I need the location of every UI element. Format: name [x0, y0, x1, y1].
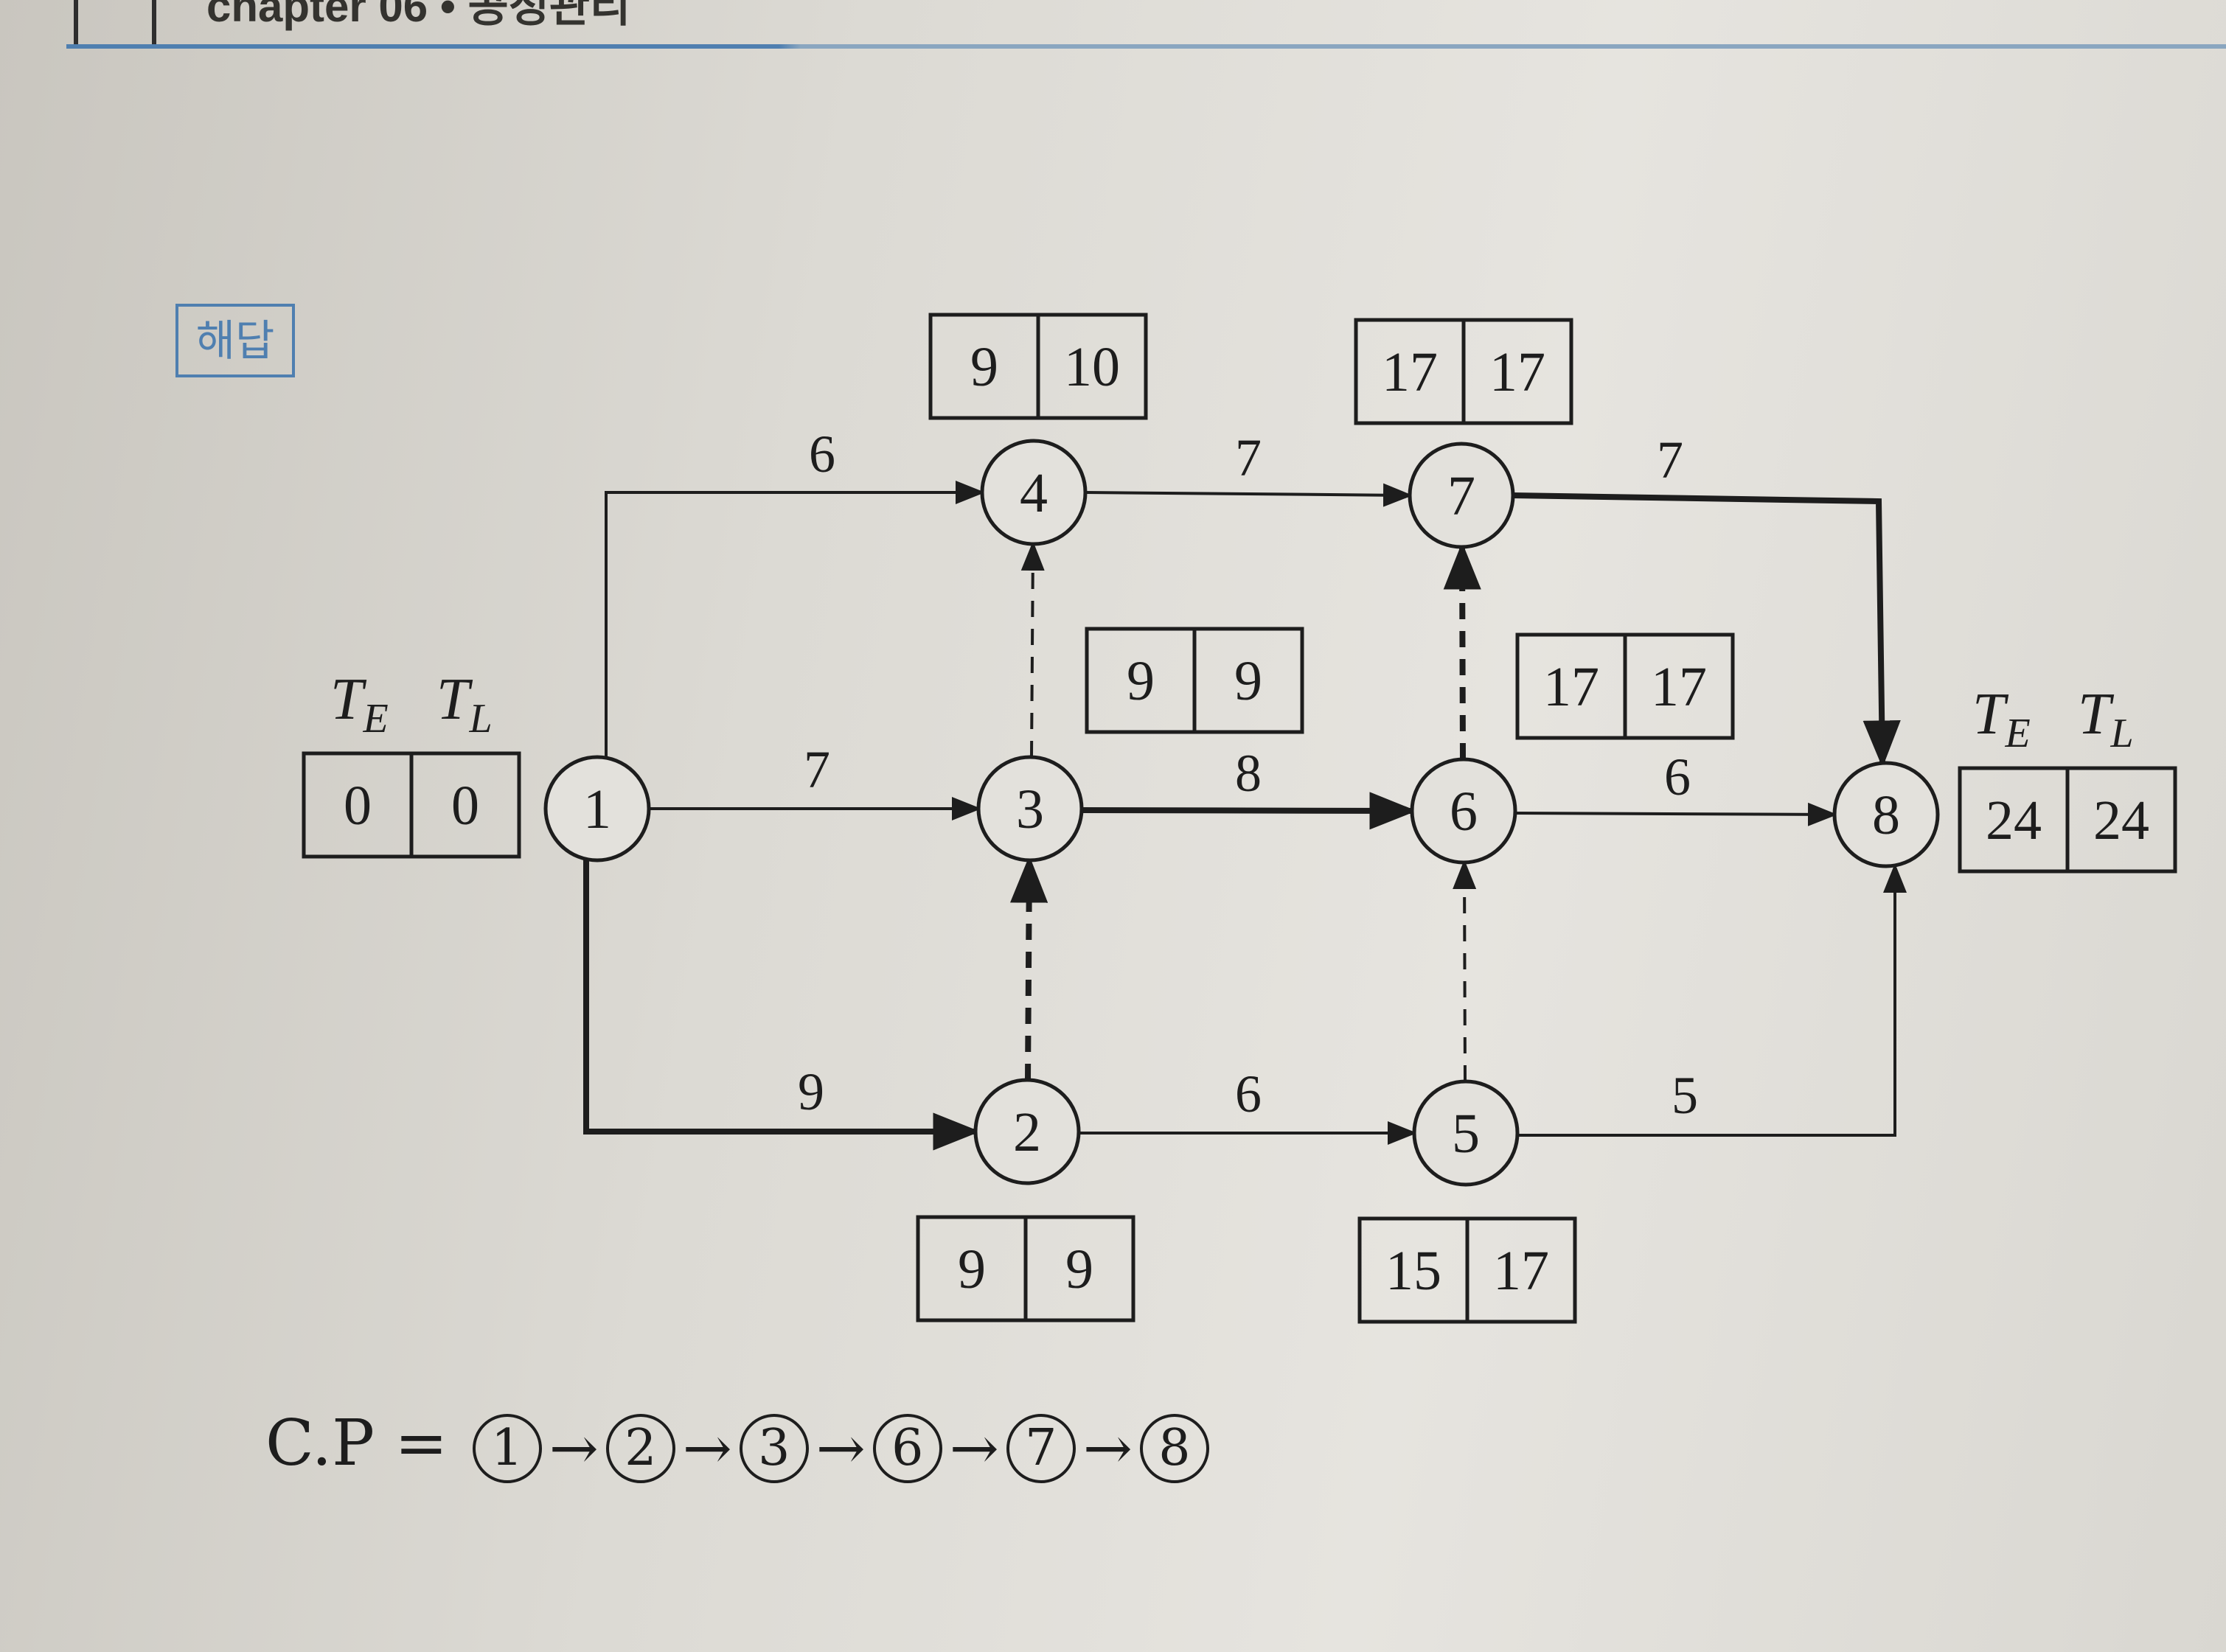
- activity-duration-5-8: 5: [1672, 1066, 1698, 1125]
- activity-arrow-1-4: [605, 481, 985, 757]
- time-box-8: 24 24: [1958, 766, 2177, 874]
- time-value-te-7: 17: [1382, 341, 1438, 403]
- activity-duration-1-2: 9: [798, 1062, 824, 1121]
- chapter-header: chapter 06 • 공정관리: [206, 0, 631, 31]
- event-node-label-2: 2: [1013, 1101, 1041, 1163]
- event-node-label-3: 3: [1016, 778, 1044, 840]
- event-node-1: [543, 755, 651, 862]
- critical-path-node-2: 2: [605, 1413, 675, 1483]
- activity-duration-4-7: 7: [1235, 428, 1262, 487]
- critical-path-arrow: →: [682, 1413, 732, 1482]
- activity-duration-3-6: 8: [1235, 744, 1262, 803]
- dummy-activity-2-3: [1010, 855, 1048, 1081]
- event-node-label-8: 8: [1872, 784, 1900, 846]
- answer-label: 해답: [175, 304, 295, 377]
- critical-path-node-7: 7: [1006, 1413, 1076, 1483]
- activity-duration-1-3: 7: [804, 740, 830, 799]
- critical-path-node-8: 8: [1139, 1413, 1209, 1483]
- time-value-tl-8: 24: [2093, 790, 2149, 851]
- event-node-label-4: 4: [1020, 462, 1048, 524]
- critical-path-arrow: →: [549, 1413, 599, 1482]
- critical-path-prefix: C.P =: [265, 1407, 448, 1480]
- time-value-te-6: 17: [1543, 656, 1599, 718]
- event-node-6: [1410, 757, 1517, 865]
- header-rule: [66, 44, 2226, 49]
- critical-path-node-6: 6: [872, 1413, 942, 1483]
- event-node-label-7: 7: [1447, 465, 1475, 527]
- dummy-activity-5-6: [1453, 860, 1477, 1082]
- dummy-activity-3-4: [1020, 541, 1045, 758]
- activity-duration-1-4: 6: [809, 425, 835, 484]
- activity-duration-6-8: 6: [1664, 747, 1691, 806]
- legend-tl-label-end: TL: [2078, 682, 2134, 756]
- critical-path-node-3: 3: [739, 1413, 809, 1483]
- event-node-8: [1832, 761, 1940, 868]
- critical-path-line: C.P = 1→2→3→6→7→8: [265, 1399, 1214, 1488]
- time-value-te-2: 9: [958, 1238, 986, 1300]
- activity-duration-2-5: 6: [1235, 1064, 1262, 1123]
- time-value-tl-2: 9: [1065, 1238, 1093, 1300]
- event-node-5: [1412, 1079, 1520, 1187]
- time-box-4: 9 10: [928, 313, 1148, 420]
- time-value-tl-3: 9: [1234, 650, 1262, 712]
- event-node-label-1: 1: [583, 778, 611, 840]
- time-value-te-4: 9: [970, 336, 998, 398]
- event-node-2: [973, 1078, 1081, 1185]
- time-value-tl-1: 0: [451, 775, 479, 837]
- activity-arrow-6-8: [1514, 802, 1837, 826]
- time-value-tl-6: 17: [1651, 656, 1707, 718]
- critical-path-node-1: 1: [472, 1413, 542, 1483]
- chapter-tab-marker: [74, 0, 156, 46]
- activity-arrow-3-6: [1081, 792, 1417, 830]
- dummy-activity-6-7: [1443, 542, 1481, 760]
- critical-path-arrow: →: [949, 1413, 999, 1482]
- critical-path-arrow: →: [1082, 1413, 1133, 1482]
- activity-duration-7-8: 7: [1657, 431, 1683, 489]
- time-value-tl-7: 17: [1489, 341, 1545, 403]
- event-node-4: [980, 439, 1088, 546]
- event-node-label-6: 6: [1450, 781, 1478, 843]
- activity-arrow-1-2: [583, 859, 981, 1151]
- time-value-tl-5: 17: [1493, 1240, 1549, 1302]
- critical-path-arrow: →: [815, 1413, 866, 1482]
- time-value-te-8: 24: [1986, 790, 2042, 851]
- event-node-3: [976, 755, 1084, 862]
- time-value-tl-4: 10: [1064, 336, 1120, 398]
- time-value-te-1: 0: [344, 775, 372, 837]
- legend-tl-label: TL: [436, 667, 493, 742]
- activity-arrow-7-8: [1512, 492, 1901, 768]
- legend-te-label: TE: [330, 667, 389, 742]
- activity-arrow-4-7: [1085, 483, 1413, 507]
- legend-te-label-end: TE: [1972, 682, 2031, 756]
- activity-arrow-5-8: [1517, 863, 1907, 1137]
- time-value-te-3: 9: [1127, 650, 1155, 712]
- time-value-te-5: 15: [1385, 1240, 1441, 1302]
- event-node-7: [1408, 442, 1515, 549]
- event-node-label-5: 5: [1452, 1103, 1480, 1165]
